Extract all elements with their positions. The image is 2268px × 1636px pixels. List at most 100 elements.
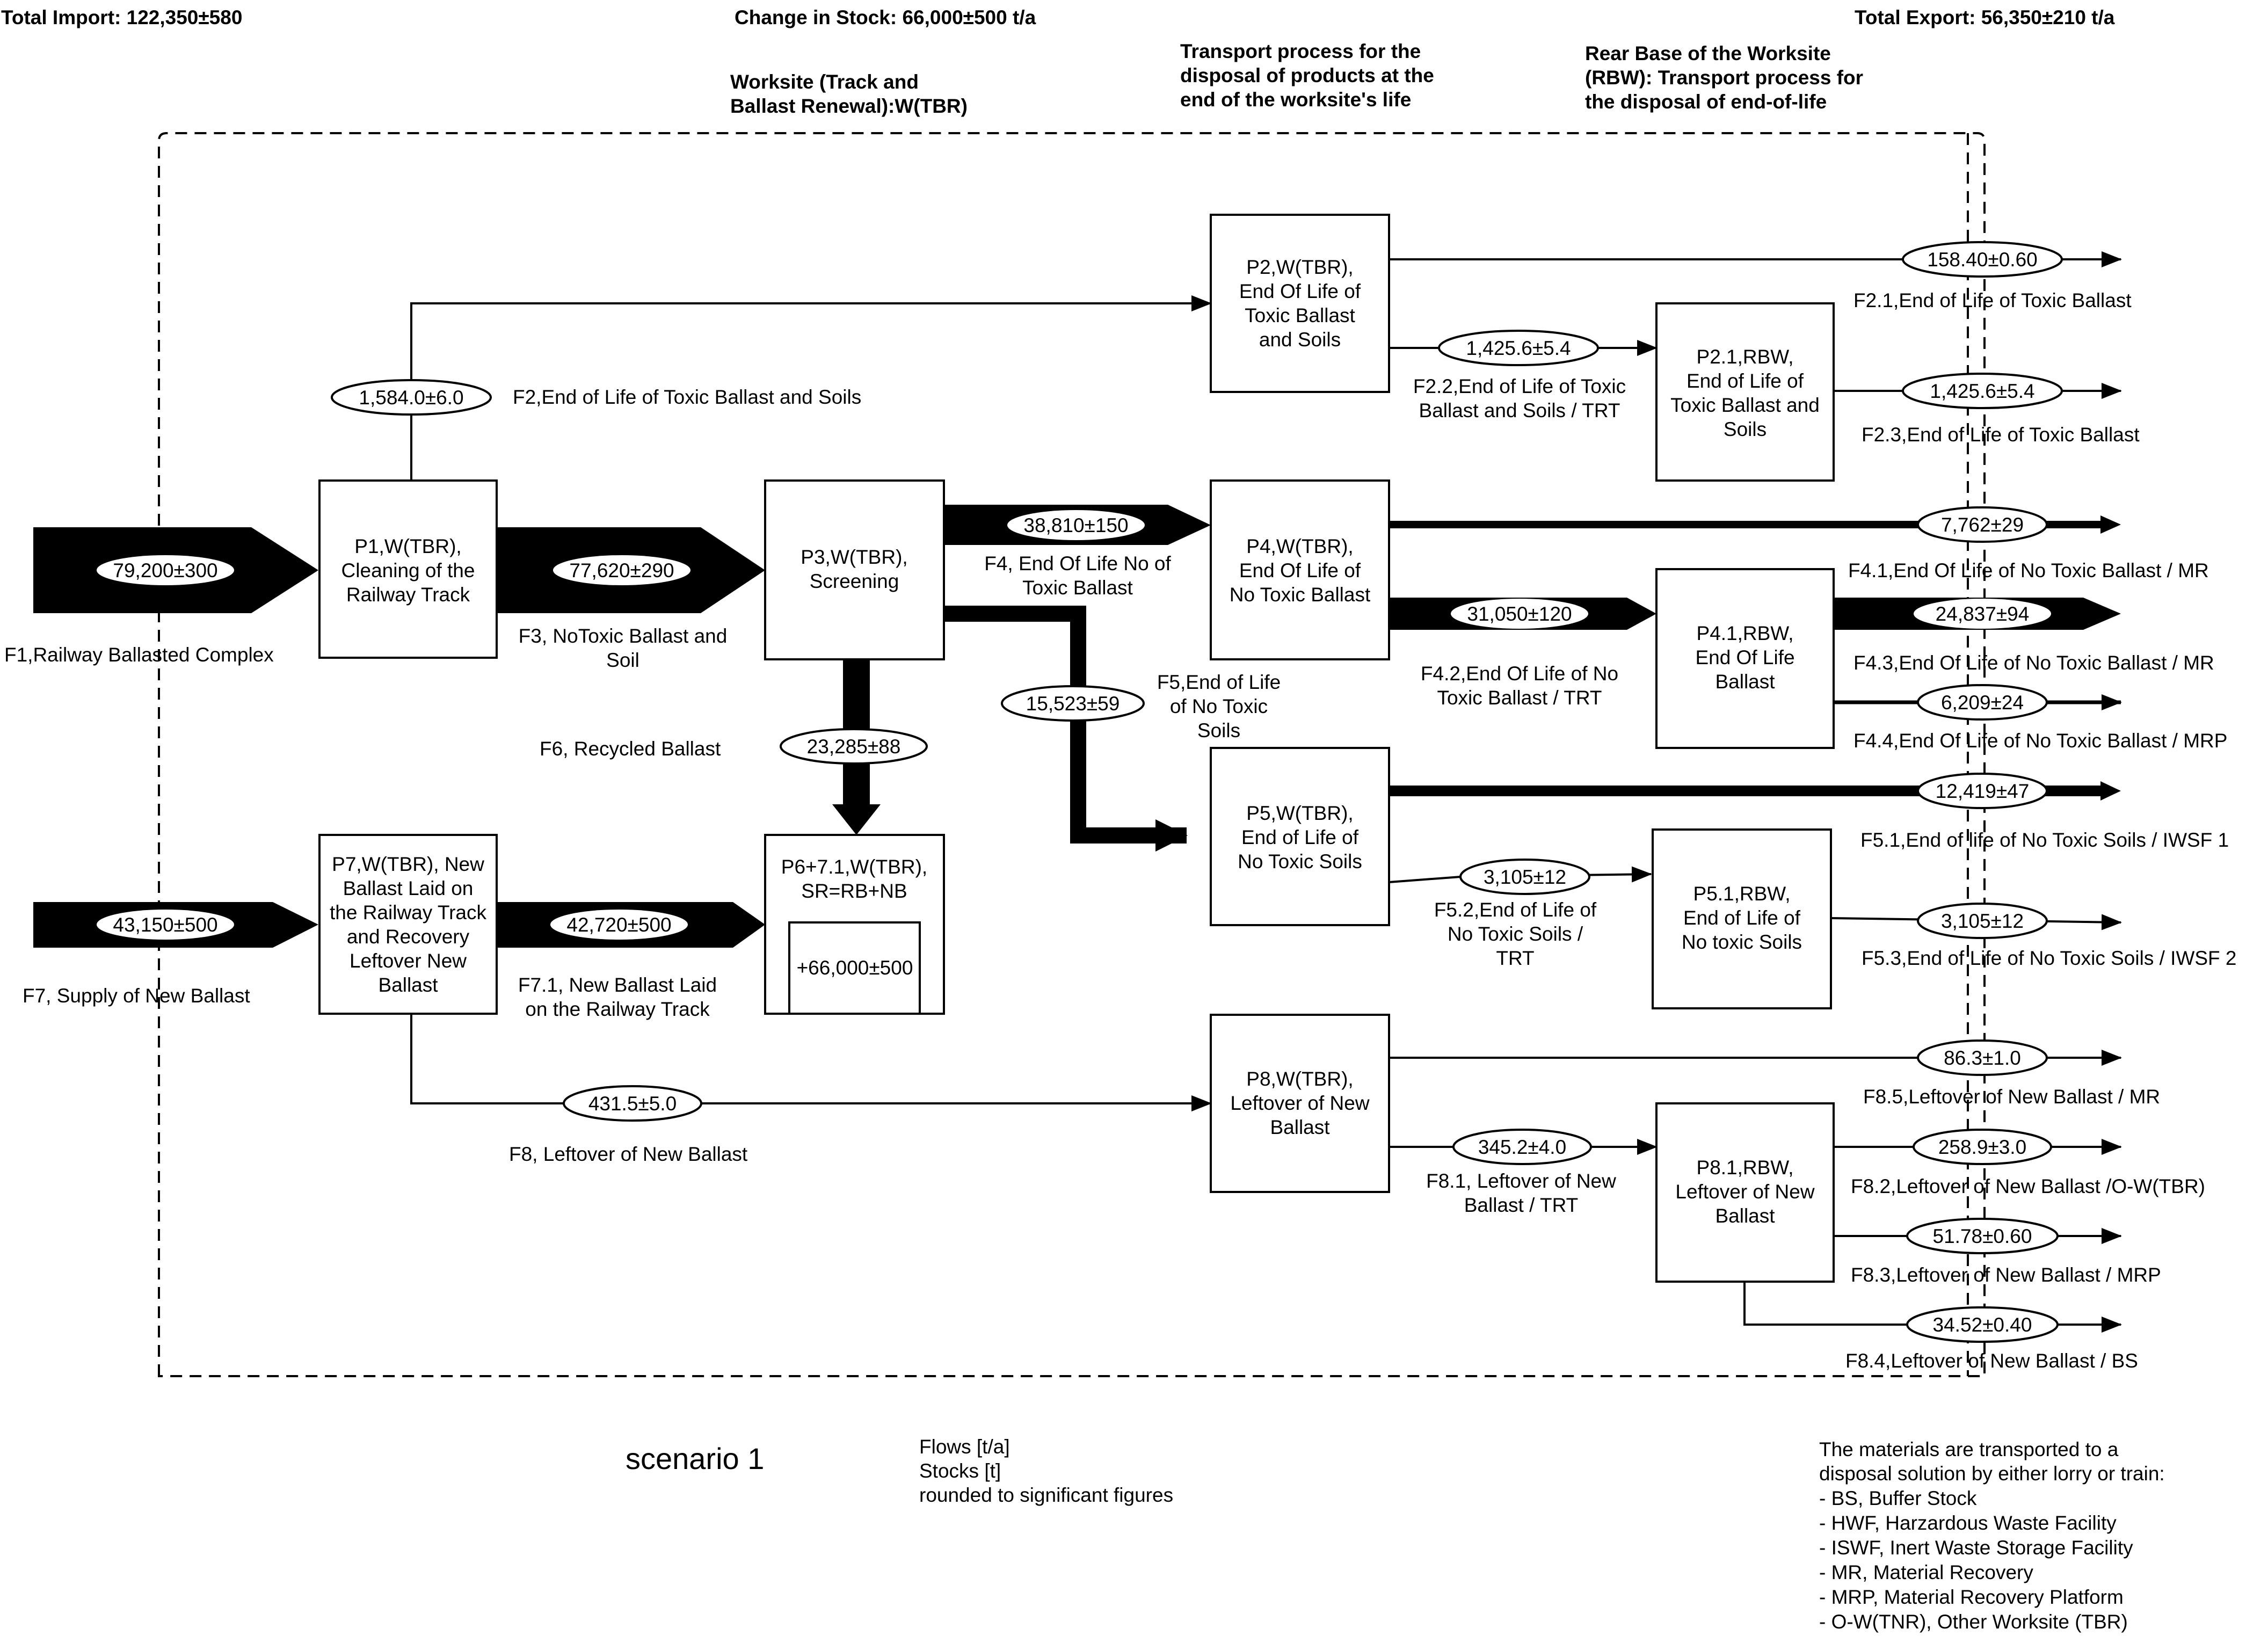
svg-text:86.3±1.0: 86.3±1.0 (1944, 1047, 2021, 1069)
total-import: Total Import: 122,350±580 (1, 6, 242, 28)
value-f4-1: 7,762±29 (1917, 506, 2048, 543)
value-f8-1: 345.2±4.0 (1452, 1129, 1592, 1165)
flow-f2-line (410, 295, 1212, 481)
svg-text:6,209±24: 6,209±24 (1941, 692, 2024, 714)
svg-text:7,762±29: 7,762±29 (1941, 514, 2024, 536)
scenario-label: scenario 1 (626, 1442, 764, 1475)
value-f4: 38,810±150 (1007, 510, 1145, 540)
value-f5-2: 3,105±12 (1459, 859, 1590, 895)
zone-rear-base-title: Rear Base of the Worksite(RBW): Transpor… (1585, 42, 1863, 113)
value-f4-3: 24,837±94 (1914, 599, 2051, 629)
value-f4-4: 6,209±24 (1917, 684, 2048, 721)
value-f8-5: 86.3±1.0 (1917, 1039, 2048, 1076)
value-f1: 79,200±300 (97, 555, 234, 585)
label-f6: F6, Recycled Ballast (540, 738, 721, 760)
svg-text:P3,W(TBR),Screening: P3,W(TBR),Screening (801, 546, 907, 592)
svg-text:3,105±12: 3,105±12 (1484, 866, 1566, 888)
process-p3: P3,W(TBR),Screening (764, 479, 945, 660)
value-f2: 1,584.0±6.0 (331, 379, 492, 416)
svg-text:79,200±300: 79,200±300 (113, 559, 217, 581)
label-f2: F2,End of Life of Toxic Ballast and Soil… (513, 386, 861, 408)
svg-text:43,150±500: 43,150±500 (113, 914, 217, 936)
label-f8-2: F8.2,Leftover of New Ballast /O-W(TBR) (1851, 1175, 2205, 1197)
svg-text:158.40±0.60: 158.40±0.60 (1927, 249, 2038, 271)
svg-text:42,720±500: 42,720±500 (566, 914, 671, 936)
svg-text:12,419±47: 12,419±47 (1936, 780, 2030, 802)
p6-stock-value: +66,000±500 (797, 957, 913, 979)
label-f8-5: F8.5,Leftover of New Ballast / MR (1863, 1086, 2160, 1108)
label-f8-4: F8.4,Leftover of New Ballast / BS (1845, 1350, 2138, 1372)
svg-text:345.2±4.0: 345.2±4.0 (1478, 1136, 1566, 1158)
label-f8-3: F8.3,Leftover of New Ballast / MRP (1851, 1264, 2161, 1286)
label-f8: F8, Leftover of New Ballast (509, 1143, 748, 1165)
svg-text:23,285±88: 23,285±88 (807, 736, 901, 758)
total-export: Total Export: 56,350±210 t/a (1855, 6, 2115, 28)
label-f5-1: F5.1,End of life of No Toxic Soils / IWS… (1860, 829, 2229, 851)
label-f5-3: F5.3,End of Life of No Toxic Soils / IWS… (1862, 947, 2237, 969)
svg-text:15,523±59: 15,523±59 (1026, 693, 1120, 715)
svg-text:38,810±150: 38,810±150 (1023, 514, 1128, 536)
value-f8-4: 34.52±0.40 (1906, 1306, 2059, 1343)
flow-f5-1-head (2100, 781, 2121, 801)
value-f2-1: 158.40±0.60 (1902, 241, 2063, 278)
label-f7: F7, Supply of New Ballast (23, 985, 250, 1007)
flow-f5-line (944, 606, 1188, 852)
label-f2-3: F2.3,End of Life of Toxic Ballast (1862, 424, 2140, 446)
svg-text:31,050±120: 31,050±120 (1467, 603, 1572, 625)
value-f5: 15,523±59 (1001, 685, 1145, 722)
system-boundary (158, 132, 1986, 1377)
value-f2-3: 1,425.6±5.4 (1902, 373, 2063, 409)
label-f2-1: F2.1,End of Life of Toxic Ballast (1853, 289, 2132, 311)
flow-f8-line (410, 1014, 1212, 1111)
value-f8-3: 51.78±0.60 (1906, 1218, 2059, 1254)
units-note: Flows [t/a]Stocks [t]rounded to signific… (919, 1436, 1173, 1506)
value-f2-2: 1,425.6±5.4 (1438, 330, 1599, 366)
value-f6: 23,285±88 (780, 728, 928, 765)
value-f8: 431.5±5.0 (563, 1085, 702, 1122)
label-f1: F1,Railway Ballasted Complex (4, 644, 274, 666)
label-f4-3: F4.3,End Of Life of No Toxic Ballast / M… (1853, 652, 2214, 674)
svg-text:24,837±94: 24,837±94 (1936, 603, 2030, 625)
svg-text:3,105±12: 3,105±12 (1941, 910, 2024, 932)
svg-text:P6+7.1,W(TBR),SR=RB+NB: P6+7.1,W(TBR),SR=RB+NB (781, 856, 927, 902)
svg-text:1,584.0±6.0: 1,584.0±6.0 (359, 387, 463, 409)
value-f5-3: 3,105±12 (1917, 903, 2048, 939)
svg-text:1,425.6±5.4: 1,425.6±5.4 (1466, 337, 1571, 359)
svg-text:77,620±290: 77,620±290 (569, 559, 674, 581)
value-f7: 43,150±500 (97, 910, 234, 940)
label-f4-4: F4.4,End Of Life of No Toxic Ballast / M… (1853, 730, 2227, 752)
value-f4-2: 31,050±120 (1451, 599, 1588, 629)
process-p6: P6+7.1,W(TBR),SR=RB+NB +66,000±500 (764, 834, 945, 1015)
svg-text:51.78±0.60: 51.78±0.60 (1933, 1225, 2032, 1247)
flow-f4-1-head (2100, 515, 2121, 534)
value-f3: 77,620±290 (553, 555, 690, 585)
svg-text:431.5±5.0: 431.5±5.0 (588, 1093, 677, 1115)
label-f4-1: F4.1,End Of Life of No Toxic Ballast / M… (1848, 559, 2209, 581)
value-f7-1: 42,720±500 (550, 910, 688, 940)
